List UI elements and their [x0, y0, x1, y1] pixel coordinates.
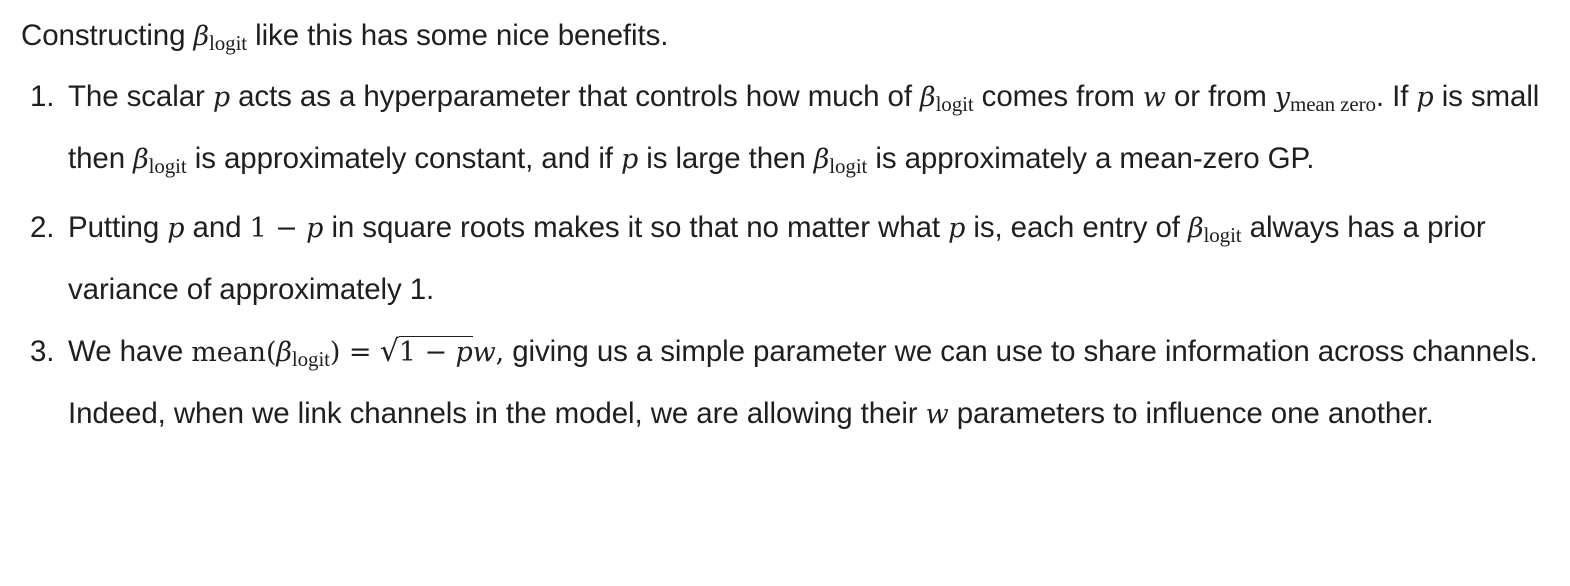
w-symbol: w	[925, 398, 949, 430]
list-number: 1.	[30, 80, 55, 113]
p-symbol: p	[620, 143, 639, 175]
one-minus-p-expression: 1 − p	[249, 213, 324, 244]
p-symbol: p	[1416, 82, 1434, 113]
p-symbol: p	[948, 213, 966, 244]
intro-paragraph: Constructing βlogit like this has some n…	[21, 19, 669, 55]
list-item: 1. The scalar p acts as a hyperparameter…	[21, 70, 1550, 193]
beta-logit-symbol: βlogit	[813, 143, 868, 178]
document-body: Constructing βlogit like this has some n…	[21, 19, 1550, 442]
p-symbol: p	[212, 82, 231, 113]
list-item: 2. Putting p and 1 − p in square roots m…	[21, 201, 1550, 317]
beta-logit-symbol: βlogit	[920, 82, 974, 116]
list-number: 3.	[30, 335, 55, 368]
benefits-list: 1. The scalar p acts as a hyperparameter…	[21, 70, 1550, 442]
square-root-sign: √	[379, 334, 399, 369]
beta-logit-symbol: βlogit	[193, 21, 248, 55]
beta-logit-symbol: βlogit	[133, 143, 187, 178]
w-symbol: w	[1142, 82, 1166, 113]
list-number: 2.	[30, 211, 55, 244]
list-item: 3. We have mean(βlogit) = √1 − pw, givin…	[21, 325, 1550, 442]
y-mean-zero-symbol: ymean zero	[1274, 82, 1376, 116]
radicand: 1 − p	[398, 336, 473, 368]
p-symbol: p	[167, 213, 185, 244]
beta-logit-symbol: βlogit	[1188, 213, 1242, 247]
mean-equation: mean(βlogit) = √1 − pw,	[191, 334, 505, 371]
